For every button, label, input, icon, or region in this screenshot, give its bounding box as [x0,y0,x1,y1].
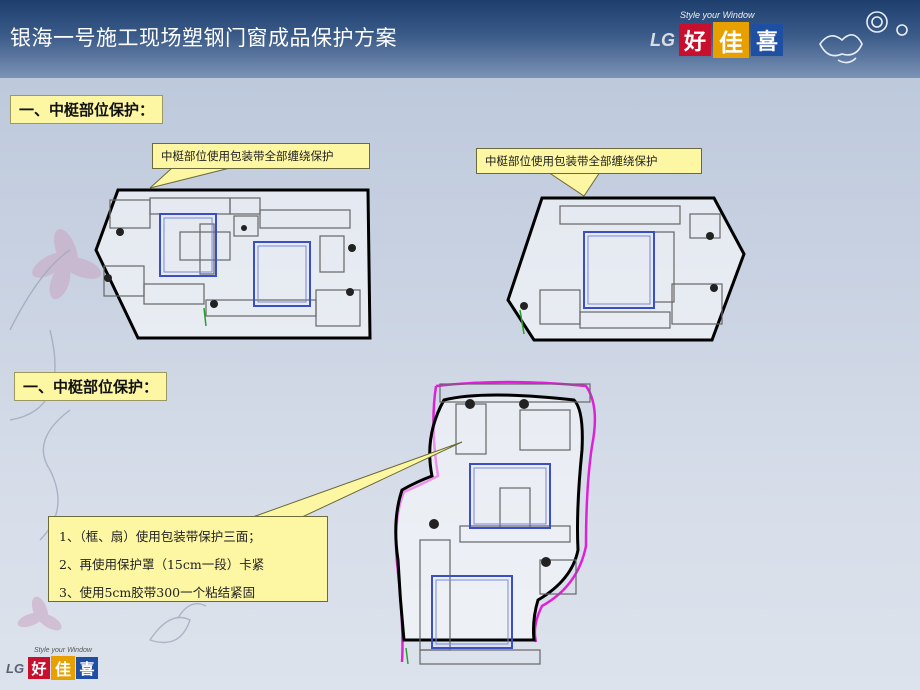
logo-char-3: 喜 [751,24,783,56]
mullion-section-drawing-left [94,188,372,340]
page-title: 银海一号施工现场塑钢门窗成品保护方案 [10,26,397,50]
logo-char-3: 喜 [76,657,99,679]
callout-mullion-right: 中梃部位使用包装带全部缠绕保护 [476,148,702,174]
mullion-section-drawing-right [506,196,746,342]
brand-logo-top: LG 好 佳 喜 Style your Window [650,10,783,58]
section-1-label: 一、中梃部位保护： [10,95,164,124]
step-1-text: 1、（框、扇）使用包装带保护三面； [59,529,261,544]
logo-char-1: 好 [679,24,711,56]
section-2-label: 一、中梃部位保护： [14,372,168,401]
logo-char-1: 好 [28,657,51,679]
brand-logo-bottom: LG 好 佳 喜 Style your Window [6,647,99,680]
logo-tagline: Style your Window [680,10,755,20]
background-flowers [9,229,207,644]
logo-char-2: 佳 [51,656,76,680]
logo-char-2: 佳 [713,22,749,58]
step-3-text: 3、使用5cm胶带300一个粘结紧固 [59,585,256,600]
step-2-text: 2、再使用保护罩（15cm一段）卡紧 [59,557,265,572]
logo-lg-text: LG [650,29,675,50]
flower-ornament-icon [819,11,908,64]
callout-mullion-left: 中梃部位使用包装带全部缠绕保护 [152,143,370,169]
callout-tail-left [149,167,231,189]
protection-steps-callout: 1、（框、扇）使用包装带保护三面； 2、再使用保护罩（15cm一段）卡紧 3、使… [48,516,328,602]
logo-tagline: Style your Window [34,647,92,654]
frame-sash-section-drawing [394,380,597,665]
callout-tail-right [546,171,601,197]
logo-lg-text: LG [6,660,25,676]
